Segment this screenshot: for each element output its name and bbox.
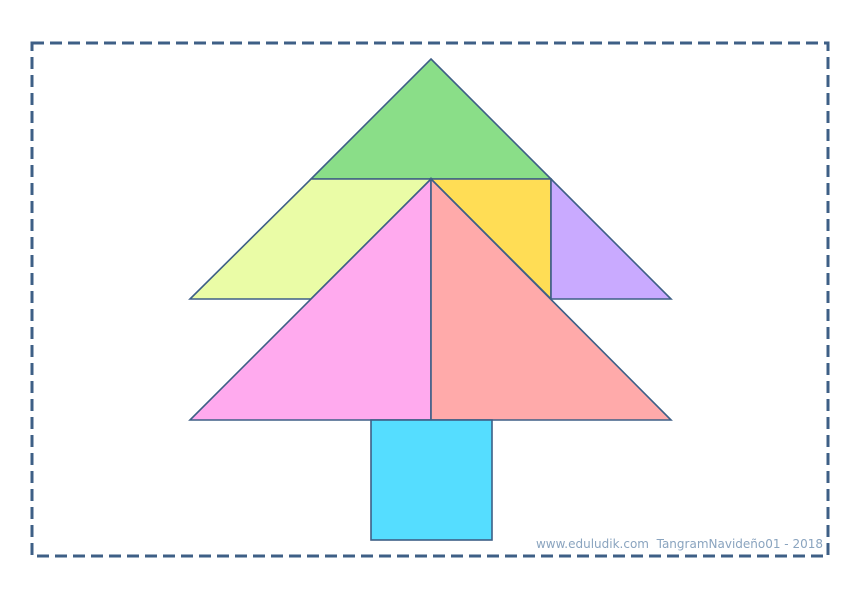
trunk-square [370,419,493,541]
dashed-cut-border [30,41,830,558]
purple-triangle [550,177,673,300]
salmon-triangle [430,177,673,421]
credit-text: www.eduludik.com TangramNavideño01 - 201… [536,537,823,551]
